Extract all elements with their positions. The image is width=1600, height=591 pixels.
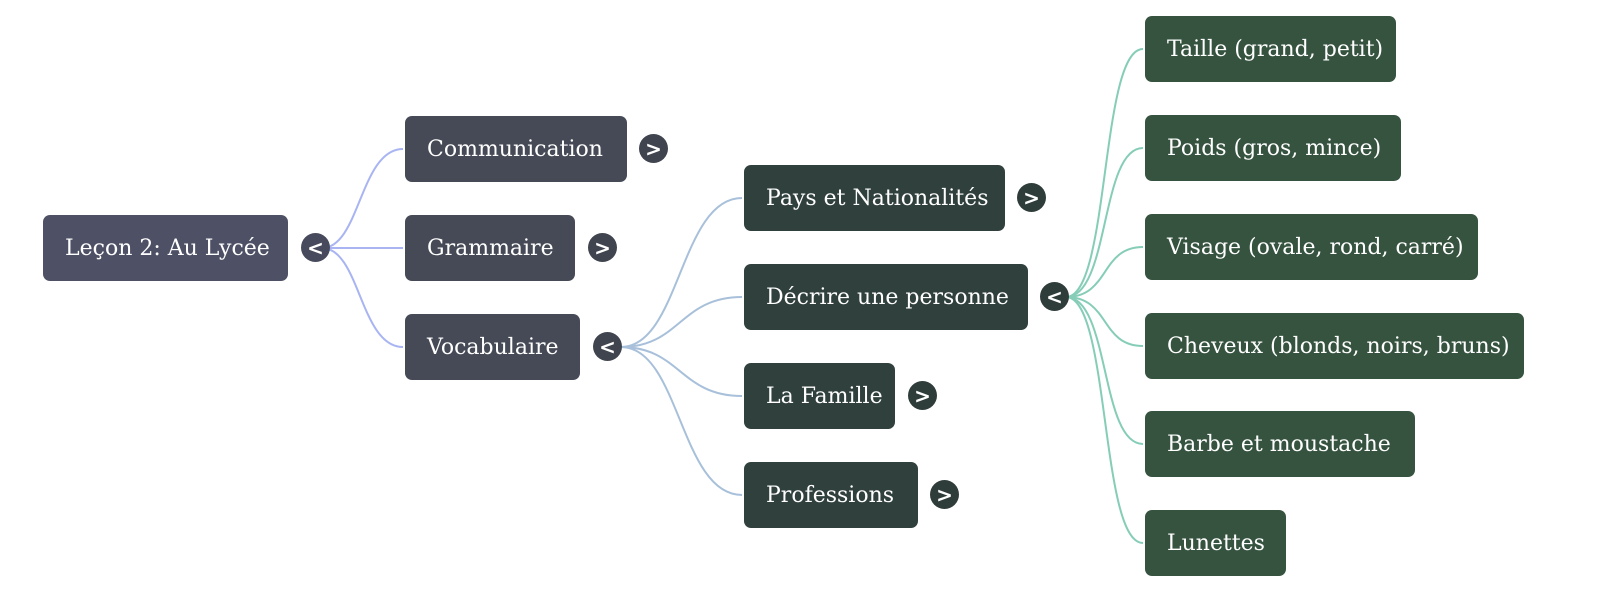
node-poids-label: Poids (gros, mince) <box>1167 135 1382 161</box>
node-la-famille[interactable]: La Famille <box>744 363 895 429</box>
node-pays-nationalites[interactable]: Pays et Nationalités <box>744 165 1005 231</box>
node-vocabulaire[interactable]: Vocabulaire <box>405 314 580 380</box>
collapse-toggle-root[interactable]: < <box>301 233 330 262</box>
node-cheveux-label: Cheveux (blonds, noirs, bruns) <box>1167 333 1510 359</box>
node-barbe-moustache-label: Barbe et moustache <box>1167 431 1391 457</box>
node-grammaire-label: Grammaire <box>427 235 554 261</box>
link-decrire-poids <box>1065 147 1144 298</box>
node-barbe-moustache[interactable]: Barbe et moustache <box>1145 411 1415 477</box>
link-decrire-taille <box>1065 48 1144 298</box>
link-vocab-professions <box>620 346 743 496</box>
node-professions[interactable]: Professions <box>744 462 918 528</box>
node-visage-label: Visage (ovale, rond, carré) <box>1167 234 1464 260</box>
link-root-vocabulaire <box>321 247 404 348</box>
node-visage[interactable]: Visage (ovale, rond, carré) <box>1145 214 1478 280</box>
node-decrire-personne[interactable]: Décrire une personne <box>744 264 1028 330</box>
node-grammaire[interactable]: Grammaire <box>405 215 575 281</box>
node-professions-label: Professions <box>766 482 895 508</box>
expand-toggle-la-famille[interactable]: > <box>908 381 937 410</box>
link-decrire-visage <box>1065 246 1144 298</box>
node-cheveux[interactable]: Cheveux (blonds, noirs, bruns) <box>1145 313 1524 379</box>
node-lunettes-label: Lunettes <box>1167 530 1265 556</box>
node-lunettes[interactable]: Lunettes <box>1145 510 1286 576</box>
node-decrire-personne-label: Décrire une personne <box>766 284 1009 310</box>
collapse-toggle-vocabulaire[interactable]: < <box>593 332 622 361</box>
node-taille-label: Taille (grand, petit) <box>1167 36 1384 62</box>
link-vocab-famille <box>620 346 743 397</box>
link-decrire-barbe <box>1065 296 1144 445</box>
node-pays-nationalites-label: Pays et Nationalités <box>766 185 989 211</box>
node-communication[interactable]: Communication <box>405 116 627 182</box>
expand-toggle-professions[interactable]: > <box>930 480 959 509</box>
expand-toggle-grammaire[interactable]: > <box>588 233 617 262</box>
node-vocabulaire-label: Vocabulaire <box>427 334 559 360</box>
link-decrire-lunettes <box>1065 296 1144 544</box>
node-la-famille-label: La Famille <box>766 383 883 409</box>
expand-toggle-communication[interactable]: > <box>639 134 668 163</box>
link-vocab-decrire <box>620 296 743 348</box>
node-communication-label: Communication <box>427 136 603 162</box>
expand-toggle-pays-nationalites[interactable]: > <box>1017 183 1046 212</box>
node-root-label: Leçon 2: Au Lycée <box>65 235 270 261</box>
node-taille[interactable]: Taille (grand, petit) <box>1145 16 1396 82</box>
link-root-communication <box>321 148 404 249</box>
node-poids[interactable]: Poids (gros, mince) <box>1145 115 1401 181</box>
link-vocab-pays <box>620 197 743 348</box>
collapse-toggle-decrire-personne[interactable]: < <box>1040 282 1069 311</box>
node-root[interactable]: Leçon 2: Au Lycée <box>43 215 288 281</box>
link-decrire-cheveux <box>1065 296 1144 347</box>
